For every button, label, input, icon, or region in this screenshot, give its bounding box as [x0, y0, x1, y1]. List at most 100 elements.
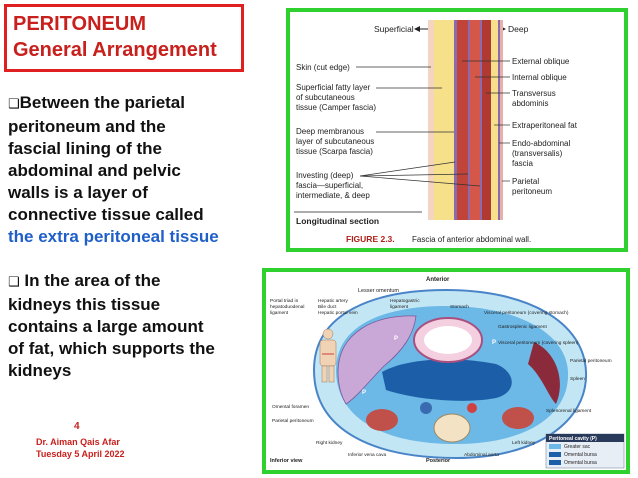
left-kidney-label: Left kidney [512, 440, 536, 446]
slide-title-line-2: General Arrangement [13, 39, 217, 61]
person-orientation-icon [319, 328, 337, 383]
gastrosplenic-label: Gastrosplenic ligament [498, 324, 547, 330]
label-investing-1: Investing (deep) [296, 171, 354, 180]
checkbox-bullet-icon: ❑ [8, 97, 20, 112]
superficial-label: Superficial [374, 24, 414, 34]
p-marker-1: P [394, 336, 398, 342]
hepatic-artery-label: Hepatic artery [318, 298, 348, 304]
vertebra-shape [433, 413, 471, 443]
parietal-peritoneum-left-label: Parietal peritoneum [272, 418, 314, 424]
figure-peritoneal-cross-section: Anterior Lesser omentum P P P Portal tri… [262, 268, 630, 474]
bullet-2-line-3: contains a large amount [8, 317, 204, 336]
checkbox-bullet-icon: ❑ [8, 275, 20, 290]
portal-triad-label-1: Portal triad in [270, 298, 299, 304]
label-investing-2: fascia—superficial, [296, 181, 363, 190]
legend-omental-bursa: Omental bursa [564, 452, 597, 458]
figure-caption-prefix: FIGURE 2.3. [346, 234, 395, 244]
abdominal-aorta-label: Abdominal aorta [464, 452, 499, 458]
deep-label: Deep [508, 24, 529, 34]
legend-swatch-greater-sac [549, 444, 561, 449]
posterior-label: Posterior [426, 458, 451, 464]
slide-title-box: PERITONEUM General Arrangement [4, 4, 244, 72]
bullet-1-line-6: connective tissue called [8, 205, 204, 224]
label-extraperitoneal-fat: Extraperitoneal fat [512, 121, 578, 130]
bullet-1-highlight: the extra peritoneal tissue [8, 227, 219, 246]
omental-bursa-region [382, 359, 512, 401]
portal-triad-label-2: hepatoduodenal [270, 304, 304, 310]
legend-swatch-omental-bursa [549, 452, 561, 457]
parietal-peritoneum-right-label: Parietal peritoneum [570, 358, 612, 364]
footer-date: Tuesday 5 April 2022 [36, 449, 125, 459]
page-number: 4 [74, 421, 80, 432]
left-labels: Skin (cut edge) Superficial fatty layer … [296, 63, 376, 200]
p-marker-2: P [492, 340, 496, 346]
bile-duct-label: Bile duct [318, 304, 337, 310]
hepatogastric-label-2: ligament [390, 304, 409, 310]
peritoneal-cavity-legend: Peritoneal cavity (P) Greater sac Omenta… [545, 433, 625, 469]
figure-abdominal-wall-fascia: Superficial Deep Skin (cut edge) Superfi… [286, 8, 628, 252]
label-superficial-fatty-2: of subcutaneous [296, 93, 355, 102]
arrow-left-icon [414, 26, 420, 32]
p-marker-3: P [362, 390, 366, 396]
label-deep-membranous-1: Deep membranous [296, 127, 364, 136]
layer-column [428, 20, 503, 220]
label-skin: Skin (cut edge) [296, 63, 350, 72]
label-deep-membranous-3: tissue (Scarpa fascia) [296, 147, 373, 156]
visceral-spleen-label: Visceral peritoneum (covering spleen) [498, 340, 579, 346]
slide-title-line-1: PERITONEUM [13, 13, 146, 35]
bullet-1-line-1: Between the parietal [19, 93, 185, 112]
bullet-1-line-4: abdominal and pelvic [8, 161, 181, 180]
omental-foramen-label: Omental foramen [272, 404, 309, 410]
legend-title: Peritoneal cavity (P) [549, 436, 597, 442]
label-investing-3: intermediate, & deep [296, 191, 370, 200]
bullet-1-line-5: walls is a layer of [8, 183, 148, 202]
right-leader-lines [462, 60, 510, 182]
liver-shape [337, 315, 417, 405]
label-endo-abdominal-2: (transversalis) [512, 149, 563, 158]
label-transversus-1: Transversus [512, 89, 556, 98]
hepatic-portal-vein-label: Hepatic portal vein [318, 310, 358, 316]
label-internal-oblique: Internal oblique [512, 73, 567, 82]
bullet-item-2: ❑ In the area of the kidneys this tissue… [8, 270, 270, 382]
label-transversus-2: abdominis [512, 99, 548, 108]
legend-omental-bursa-2: Omental bursa [564, 460, 597, 466]
bullet-2-line-4: of fat, which supports the [8, 339, 215, 358]
portal-triad-label-3: ligament [270, 310, 289, 316]
longitudinal-section-label: Longitudinal section [296, 216, 379, 226]
left-kidney-shape [502, 407, 534, 429]
label-parietal-2: peritoneum [512, 187, 552, 196]
hepatogastric-label-1: Hepatogastric [390, 298, 420, 304]
figure-caption-text: Fascia of anterior abdominal wall. [412, 235, 531, 244]
legend-swatch-omental-bursa-2 [549, 460, 561, 465]
bullet-item-1: ❑Between the parietal peritoneum and the… [8, 92, 270, 248]
bullet-2-line-2: kidneys this tissue [8, 295, 161, 314]
bullet-1-line-3: fascial lining of the [8, 139, 162, 158]
label-external-oblique: External oblique [512, 57, 570, 66]
label-endo-abdominal-1: Endo-abdominal [512, 139, 570, 148]
stomach-lumen [424, 326, 472, 354]
visceral-stomach-label: Visceral peritoneum (covering stomach) [484, 310, 569, 316]
right-kidney-label: Right kidney [316, 440, 343, 446]
footer: Dr. Aiman Qais Afar Tuesday 5 April 2022 [36, 436, 125, 460]
bullet-1-line-2: peritoneum and the [8, 117, 166, 136]
right-kidney-shape [366, 409, 398, 431]
footer-author: Dr. Aiman Qais Afar [36, 437, 120, 447]
spleen-label: Spleen [570, 376, 585, 382]
anterior-label: Anterior [426, 277, 450, 283]
aorta-shape [467, 403, 477, 413]
inferior-view-label: Inferior view [270, 458, 303, 464]
stomach-label: Stomach [450, 304, 469, 310]
label-deep-membranous-2: layer of subcutaneous [296, 137, 374, 146]
ivc-label: Inferior vena cava [348, 452, 386, 458]
bullet-2-line-1: In the area of the [24, 271, 161, 290]
bullet-2-line-5: kidneys [8, 361, 72, 380]
ivc-shape [420, 402, 432, 414]
bullet-list: ❑Between the parietal peritoneum and the… [8, 92, 270, 382]
right-labels: External oblique Internal oblique Transv… [512, 57, 578, 196]
lesser-omentum-label: Lesser omentum [358, 288, 399, 294]
left-leader-lines [356, 66, 481, 187]
legend-greater-sac: Greater sac [564, 444, 591, 450]
label-endo-abdominal-3: fascia [512, 159, 533, 168]
splenorenal-label: Splenorenal ligament [546, 408, 592, 414]
spleen-shape [528, 342, 560, 404]
